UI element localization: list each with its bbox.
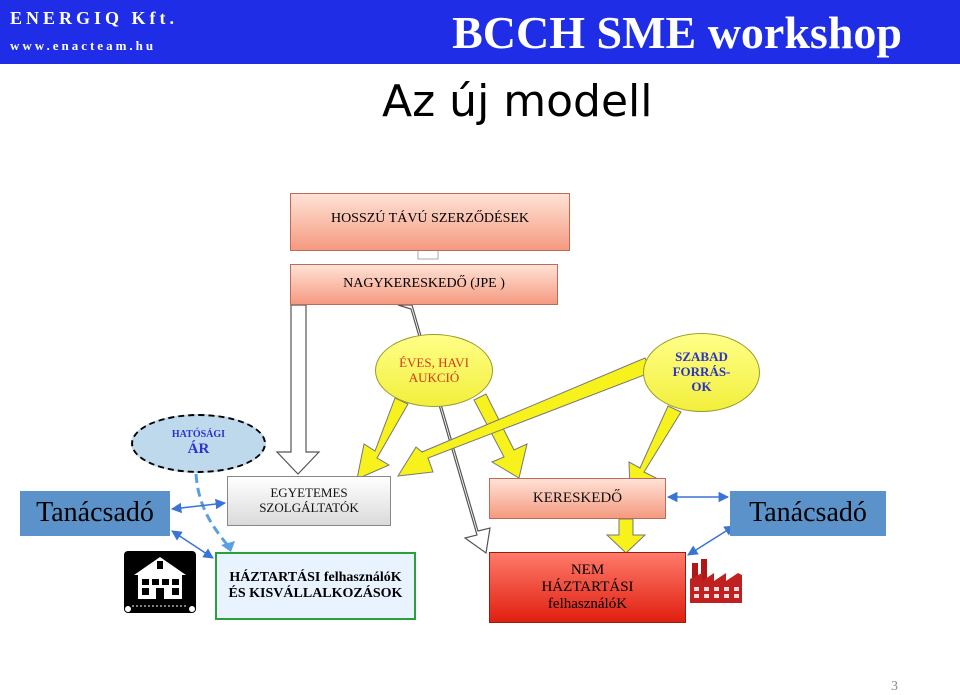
annual-auction-ellipse: ÉVES, HAVI AUKCIÓ xyxy=(375,334,493,407)
company-name: ENERGIQ Kft. xyxy=(10,8,179,28)
arrow-consultant-nonhousehold xyxy=(687,525,735,556)
consultant-left-box: Tanácsadó xyxy=(20,491,170,536)
annual-auction-label: ÉVES, HAVI AUKCIÓ xyxy=(399,354,469,385)
arrow-auction-to-trader xyxy=(473,393,528,479)
arrow-trader-to-nonhousehold xyxy=(605,518,647,554)
arrow-free-sources-to-universal xyxy=(397,357,653,477)
household-consumers-box: HÁZTARTÁSI felhasználóK ÉS KISVÁLLALKOZÁ… xyxy=(215,552,416,620)
consultant-right-box: Tanácsadó xyxy=(730,491,886,536)
arrow-regulated-head xyxy=(221,541,235,552)
workshop-title: BCCH SME workshop xyxy=(452,7,902,58)
consultant-right-label: Tanácsadó xyxy=(749,497,867,529)
factory-icon xyxy=(690,559,742,603)
company-website: www.enacteam.hu xyxy=(10,38,157,53)
universal-service-box: EGYETEMES SZOLGÁLTATÓK xyxy=(227,476,391,526)
household-consumers-label: HÁZTARTÁSI felhasználóK ÉS KISVÁLLALKOZÁ… xyxy=(228,569,403,601)
non-household-consumers-label: NEM HÁZTARTÁSI felhasználóK xyxy=(541,561,634,613)
long-term-contracts-box: HOSSZÚ TÁVÚ SZERZŐDÉSEK xyxy=(290,193,570,251)
arrow-auction-to-universal xyxy=(356,397,409,480)
wholesaler-box: NAGYKERESKEDŐ (JPE ) xyxy=(290,264,558,305)
consultant-left-label: Tanácsadó xyxy=(36,497,154,529)
trader-box: KERESKEDŐ xyxy=(489,478,666,519)
free-sources-label: SZABAD FORRÁS-OK xyxy=(672,349,731,394)
arrow-wholesaler-to-universal xyxy=(275,304,321,475)
free-sources-ellipse: SZABAD FORRÁS-OK xyxy=(643,333,760,412)
arrow-consultant-universal xyxy=(170,498,227,514)
wholesaler-label: NAGYKERESKEDŐ (JPE ) xyxy=(343,276,505,292)
regulated-price-label-line2: ÁR xyxy=(187,440,210,457)
trader-label: KERESKEDŐ xyxy=(532,489,623,506)
long-term-contracts-label: HOSSZÚ TÁVÚ SZERZŐDÉSEK xyxy=(330,210,530,226)
slide-title: Az új modell xyxy=(382,76,653,127)
arrow-regulated-to-household xyxy=(194,473,232,549)
house-icon xyxy=(124,551,196,613)
arrow-consultant-household xyxy=(171,530,214,559)
slide-header: ENERGIQ Kft. www.enacteam.hu BCCH SME wo… xyxy=(0,0,960,64)
page-number: 3 xyxy=(891,679,898,694)
regulated-price-ellipse: HATÓSÁGI ÁR xyxy=(131,414,266,473)
non-household-consumers-box: NEM HÁZTARTÁSI felhasználóK xyxy=(489,552,686,623)
universal-service-label: EGYETEMES SZOLGÁLTATÓK xyxy=(259,485,359,515)
regulated-price-label-line1: HATÓSÁGI xyxy=(171,429,226,441)
